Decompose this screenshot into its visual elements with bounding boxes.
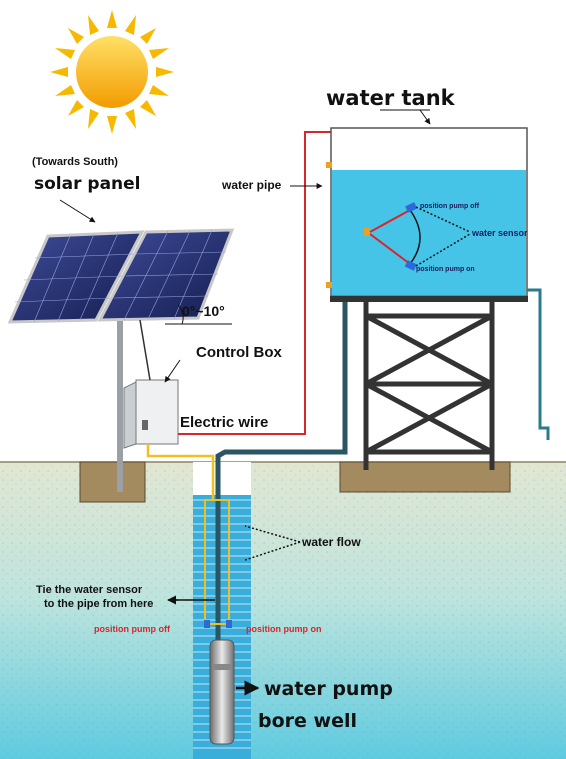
water-tank-label: water tank bbox=[326, 86, 455, 110]
towards-south-label: (Towards South) bbox=[32, 156, 118, 168]
water-pipe-label: water pipe bbox=[222, 178, 282, 192]
solar-panel-label: solar panel bbox=[34, 174, 141, 194]
water-sensor-label: water sensor bbox=[472, 228, 528, 238]
solar-panel-icon bbox=[7, 228, 235, 492]
control-box-label: Control Box bbox=[196, 344, 282, 361]
water-flow-label: water flow bbox=[302, 535, 361, 549]
water-pump-label: water pump bbox=[264, 678, 393, 700]
ground bbox=[0, 461, 566, 759]
panel-foundation bbox=[79, 461, 146, 503]
position-pump-on-tank-label: position pump on bbox=[416, 266, 475, 273]
tilt-angle-label: 0°~10° bbox=[182, 303, 225, 319]
position-pump-off-well-label: position pump off bbox=[94, 624, 170, 634]
water-tank-icon bbox=[326, 127, 550, 470]
tie-sensor-line1: Tie the water sensor bbox=[36, 584, 143, 596]
position-pump-off-tank-label: position pump off bbox=[420, 203, 480, 210]
tie-sensor-line2: to the pipe from here bbox=[44, 598, 154, 610]
control-box-icon bbox=[123, 379, 179, 449]
bore-well-label: bore well bbox=[258, 710, 357, 732]
float-sensor-icon bbox=[204, 620, 232, 628]
electric-wire-label: Electric wire bbox=[180, 414, 269, 431]
water-pump-icon bbox=[209, 639, 235, 745]
position-pump-on-well-label: position pump on bbox=[246, 624, 322, 634]
sun-icon bbox=[50, 10, 174, 134]
